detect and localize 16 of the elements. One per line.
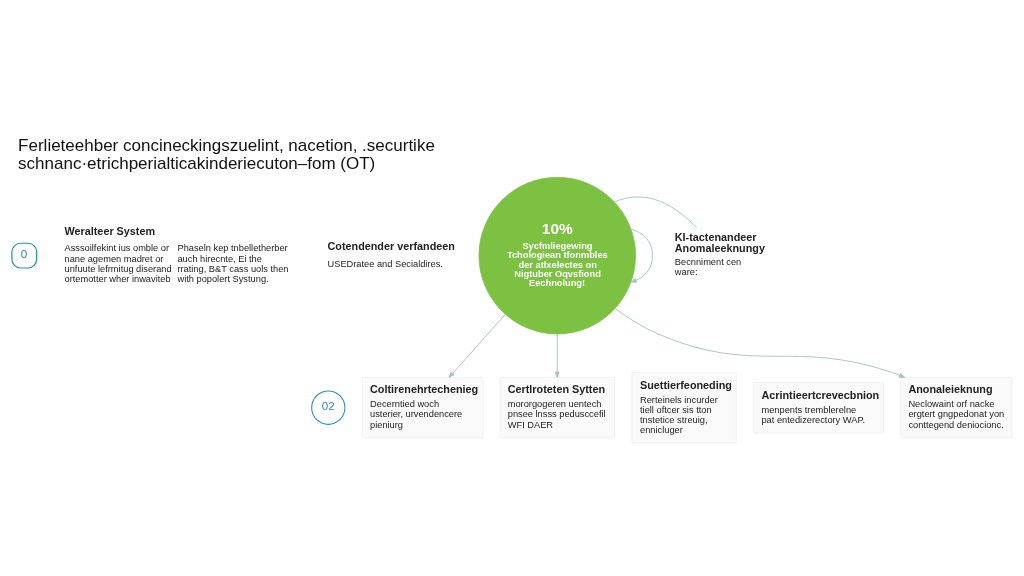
arrow: [630, 228, 653, 283]
label: Cotendender verfandeen: [327, 239, 455, 252]
node-box: Coltirenehrtechenieg Decerntied woch usterier, urvendencere pieniurg: [361, 376, 484, 438]
node-box: Certlroteten Sytten mororgogeren uentech pnsee lnsss pedusccefil WFI DAER: [499, 376, 615, 438]
node-circle: 02: [311, 390, 346, 425]
node-box: Anonaleieknung Neclowaint orf nacke ergtert gngpedonat yon conttegend deniocionc.: [900, 376, 1013, 438]
arrow: [554, 332, 560, 378]
label: Phaseln kep tnbelletherber auch hirecnte, Ei the rrating, B&T cass uols then with popolert Systung.: [177, 242, 289, 284]
label: Weralteer System: [64, 224, 156, 237]
diagram-title: Ferlieteehber concineckingszuelint, nacetion, .securtike schnanc·etrichperialticakinderiecuton–fom (OT): [18, 135, 435, 173]
node-text: KI-tactenandeer Anomaleeknungy Becnniment cen ware:: [674, 230, 765, 277]
arrow: [448, 313, 506, 378]
label: USEDratee and Secialdires.: [327, 258, 443, 269]
arrow: [614, 307, 906, 378]
label: Asssoilfekint ius omble or nane agemen madret or unfuute lefrmitug diserand ortemotter wher inwaviteb: [64, 242, 172, 284]
connector: [613, 196, 698, 228]
